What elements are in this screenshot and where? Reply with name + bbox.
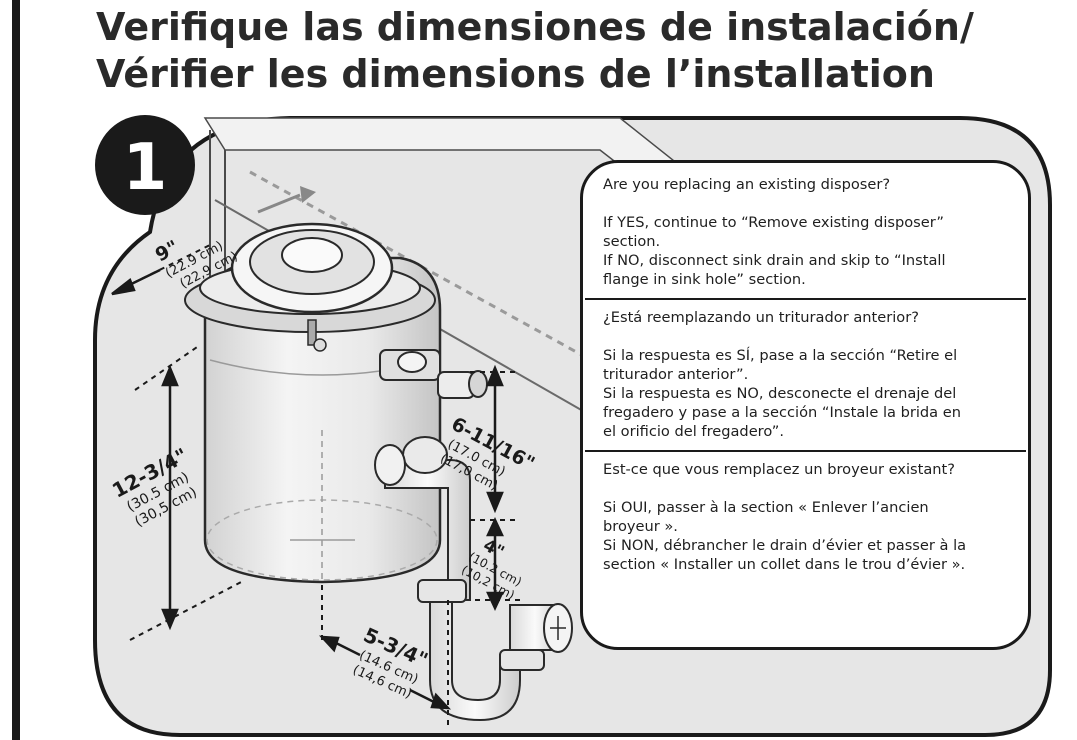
- no-french-line1: Si NON, débrancher le drain d’évier et p…: [603, 537, 967, 554]
- no-english-line1: If NO, disconnect sink drain and skip to…: [603, 252, 946, 269]
- title-french: Vérifier les dimensions de l’installatio…: [96, 52, 935, 96]
- question-spanish: ¿Está reemplazando un triturador anterio…: [603, 309, 919, 326]
- no-spanish-line1: Si la respuesta es NO, desconecte el dre…: [603, 385, 957, 402]
- no-french-line2: section « Installer un collet dans le tr…: [603, 556, 966, 573]
- yes-spanish-line1: Si la respuesta es SÍ, pase a la sección…: [603, 347, 958, 364]
- question-english: Are you replacing an existing disposer?: [603, 176, 891, 193]
- no-english-line2: flange in sink hole” section.: [603, 271, 806, 288]
- divider-spanish-french: [585, 450, 1026, 452]
- yes-spanish-line2: triturador anterior”.: [603, 366, 749, 383]
- replacement-info-box: Are you replacing an existing disposer? …: [580, 160, 1031, 650]
- divider-english-spanish: [585, 298, 1026, 300]
- yes-french-line1: Si OUI, passer à la section « Enlever l’…: [603, 499, 929, 516]
- page-title: Verifique las dimensiones de instalación…: [96, 4, 1056, 98]
- left-margin-rule: [12, 0, 20, 740]
- discharge-pipe: [384, 459, 471, 601]
- step-number: 1: [123, 131, 168, 205]
- no-spanish-line2: fregadero y pase a la sección “Instale l…: [603, 404, 961, 421]
- question-french: Est-ce que vous remplacez un broyeur exi…: [603, 461, 955, 478]
- title-spanish: Verifique las dimensiones de instalación…: [96, 5, 974, 49]
- no-spanish-line3: el orificio del fregadero”.: [603, 423, 784, 440]
- yes-english-line1: If YES, continue to “Remove existing dis…: [603, 214, 944, 231]
- yes-english-line2: section.: [603, 233, 661, 250]
- yes-french-line2: broyeur ».: [603, 518, 678, 535]
- step-badge: [95, 115, 195, 215]
